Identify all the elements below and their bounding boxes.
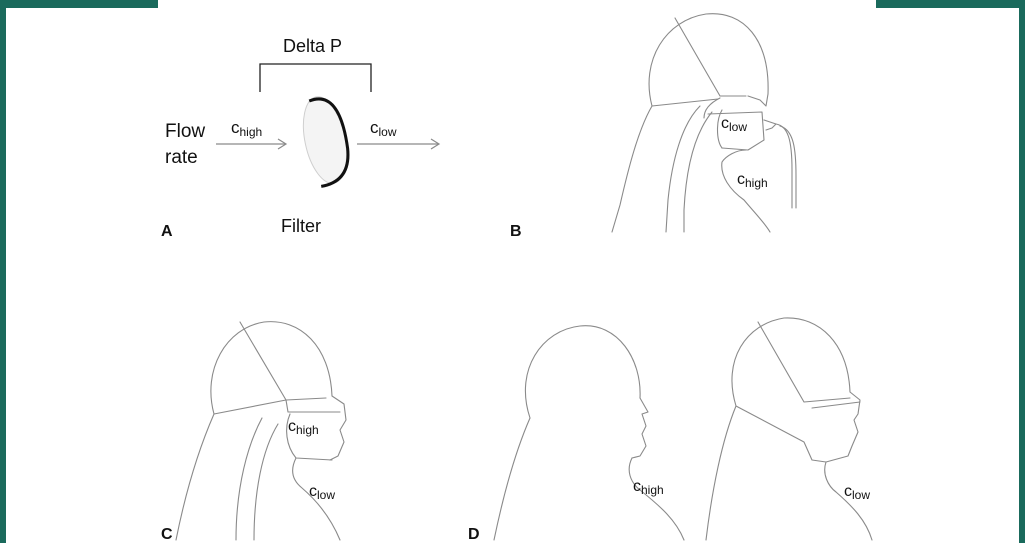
panel-b: clow chigh B <box>510 14 796 240</box>
delta-p-bracket <box>260 64 371 92</box>
panel-a: Delta P Flow rate chigh clow Filter A <box>161 36 439 240</box>
panel-c: chigh clow C <box>161 322 346 543</box>
c-high-outside-label: chigh <box>737 171 768 190</box>
delta-p-label: Delta P <box>283 36 342 56</box>
panel-d: chigh clow D <box>468 318 872 543</box>
c-low-outside-label: clow <box>309 483 335 502</box>
c-low-inside-mask-label: clow <box>721 115 747 134</box>
c-low-right-label: clow <box>844 483 870 502</box>
c-low-output-label: clow <box>370 118 397 139</box>
panel-c-letter: C <box>161 526 173 543</box>
flow-rate-label-line2: rate <box>165 147 198 168</box>
filter-label: Filter <box>281 216 321 236</box>
flow-rate-label-line1: Flow <box>165 121 205 142</box>
c-high-input-label: chigh <box>231 118 262 139</box>
head-with-mask-drawing-c <box>176 322 346 540</box>
c-high-inside-mask-label: chigh <box>288 418 319 437</box>
c-high-left-label: chigh <box>633 478 664 497</box>
panel-a-letter: A <box>161 223 173 240</box>
panel-d-letter: D <box>468 526 480 543</box>
head-without-mask-drawing <box>494 326 684 540</box>
head-with-mask-and-tube-drawing <box>612 14 796 232</box>
panel-b-letter: B <box>510 223 522 240</box>
head-with-mask-drawing-d <box>706 318 872 540</box>
